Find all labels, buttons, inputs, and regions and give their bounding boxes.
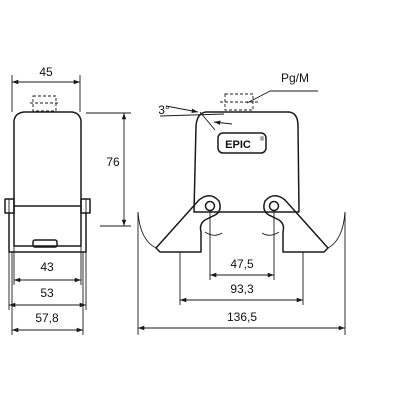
angle-ref-line (199, 111, 216, 131)
side-housing-body (13, 111, 82, 207)
angle-ref-line (159, 113, 225, 117)
dim-top-width: 45 (39, 65, 53, 79)
dim-mount-width: 93,3 (230, 282, 254, 296)
side-base-slot (32, 239, 58, 248)
left-lever-pin (204, 200, 216, 212)
angle-arrow (165, 105, 199, 114)
left-lever-hook (204, 231, 223, 236)
left-lever (155, 195, 221, 253)
left-swing-arc (137, 211, 157, 249)
dim-outer-width: 57,8 (35, 311, 59, 325)
angle-arrow (213, 120, 233, 125)
epic-logo-registered: ® (260, 136, 265, 143)
right-lever (263, 195, 329, 253)
thread-label: Pg/M (281, 71, 309, 85)
thread-leader-line (246, 90, 271, 104)
front-housing-body (193, 111, 300, 213)
right-swing-arc (327, 211, 346, 249)
side-base-inner (13, 212, 82, 247)
dim-overall-width: 136,5 (227, 310, 257, 324)
epic-logo-text: EPIC (225, 139, 251, 151)
dim-pin-spacing: 47,5 (230, 257, 254, 271)
dim-mid-width: 53 (40, 286, 54, 300)
side-view: 45 76 43 53 57,8 (4, 65, 131, 335)
right-lever-hook (261, 231, 280, 236)
right-lever-pin (268, 200, 280, 212)
side-base-frame (8, 212, 87, 253)
dim-height: 76 (106, 155, 120, 169)
side-pivot-left (4, 198, 15, 214)
front-view: Pg/M EPIC ® 3° 47,5 9 (137, 71, 346, 335)
side-pivot-right (80, 198, 91, 214)
side-gland-hidden (32, 95, 57, 112)
epic-logo-box (217, 132, 267, 154)
angle-label: 3° (158, 103, 170, 117)
dim-inner-width: 43 (40, 260, 54, 274)
